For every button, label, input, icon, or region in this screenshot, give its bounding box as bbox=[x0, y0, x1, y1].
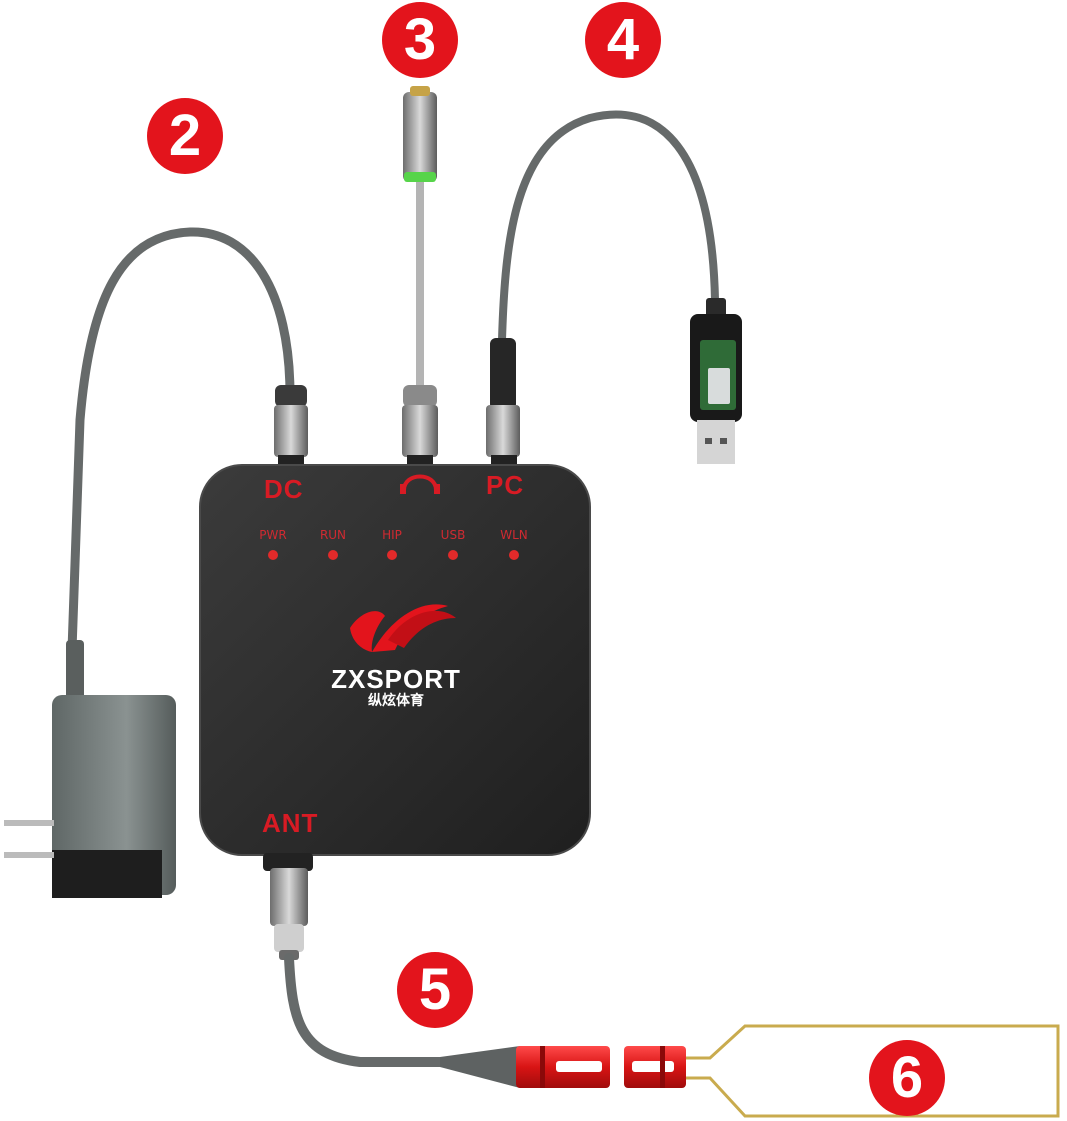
brand-chinese: 纵炫体育 bbox=[368, 693, 424, 709]
port-label-ant: ANT bbox=[262, 808, 319, 838]
callout-3: 3 bbox=[382, 2, 458, 78]
led-run bbox=[328, 550, 338, 560]
led-hip bbox=[387, 550, 397, 560]
usb-cable bbox=[498, 110, 719, 344]
power-adapter bbox=[4, 640, 176, 898]
led-label-run: RUN bbox=[319, 528, 347, 542]
led-label-wln: WLN bbox=[500, 528, 528, 542]
led-label-hip: HIP bbox=[382, 528, 402, 542]
callout-4: 4 bbox=[585, 2, 661, 78]
dc-cable bbox=[67, 227, 295, 655]
zxsport-logo bbox=[350, 604, 456, 652]
headphone-connector bbox=[402, 385, 438, 471]
device-body bbox=[199, 464, 591, 856]
callout-2: 2 bbox=[147, 98, 223, 174]
callout-5: 5 bbox=[397, 952, 473, 1028]
pc-connector bbox=[486, 338, 520, 471]
port-label-dc: DC bbox=[264, 474, 304, 504]
led-wln bbox=[509, 550, 519, 560]
red-connector-pair bbox=[516, 1046, 686, 1088]
dc-connector bbox=[274, 385, 308, 471]
led-pwr bbox=[268, 550, 278, 560]
ant-connector bbox=[263, 853, 313, 960]
antenna-loop bbox=[686, 1024, 1060, 1118]
led-label-usb: USB bbox=[440, 528, 466, 542]
ant-cable bbox=[284, 953, 450, 1067]
led-usb bbox=[448, 550, 458, 560]
callout-6: 6 bbox=[869, 1040, 945, 1116]
usb-plug bbox=[690, 298, 742, 464]
port-label-pc: PC bbox=[486, 470, 525, 500]
headphone-extension bbox=[403, 86, 437, 395]
brand-name: ZXSPORT bbox=[331, 664, 461, 694]
led-label-pwr: PWR bbox=[259, 528, 287, 542]
